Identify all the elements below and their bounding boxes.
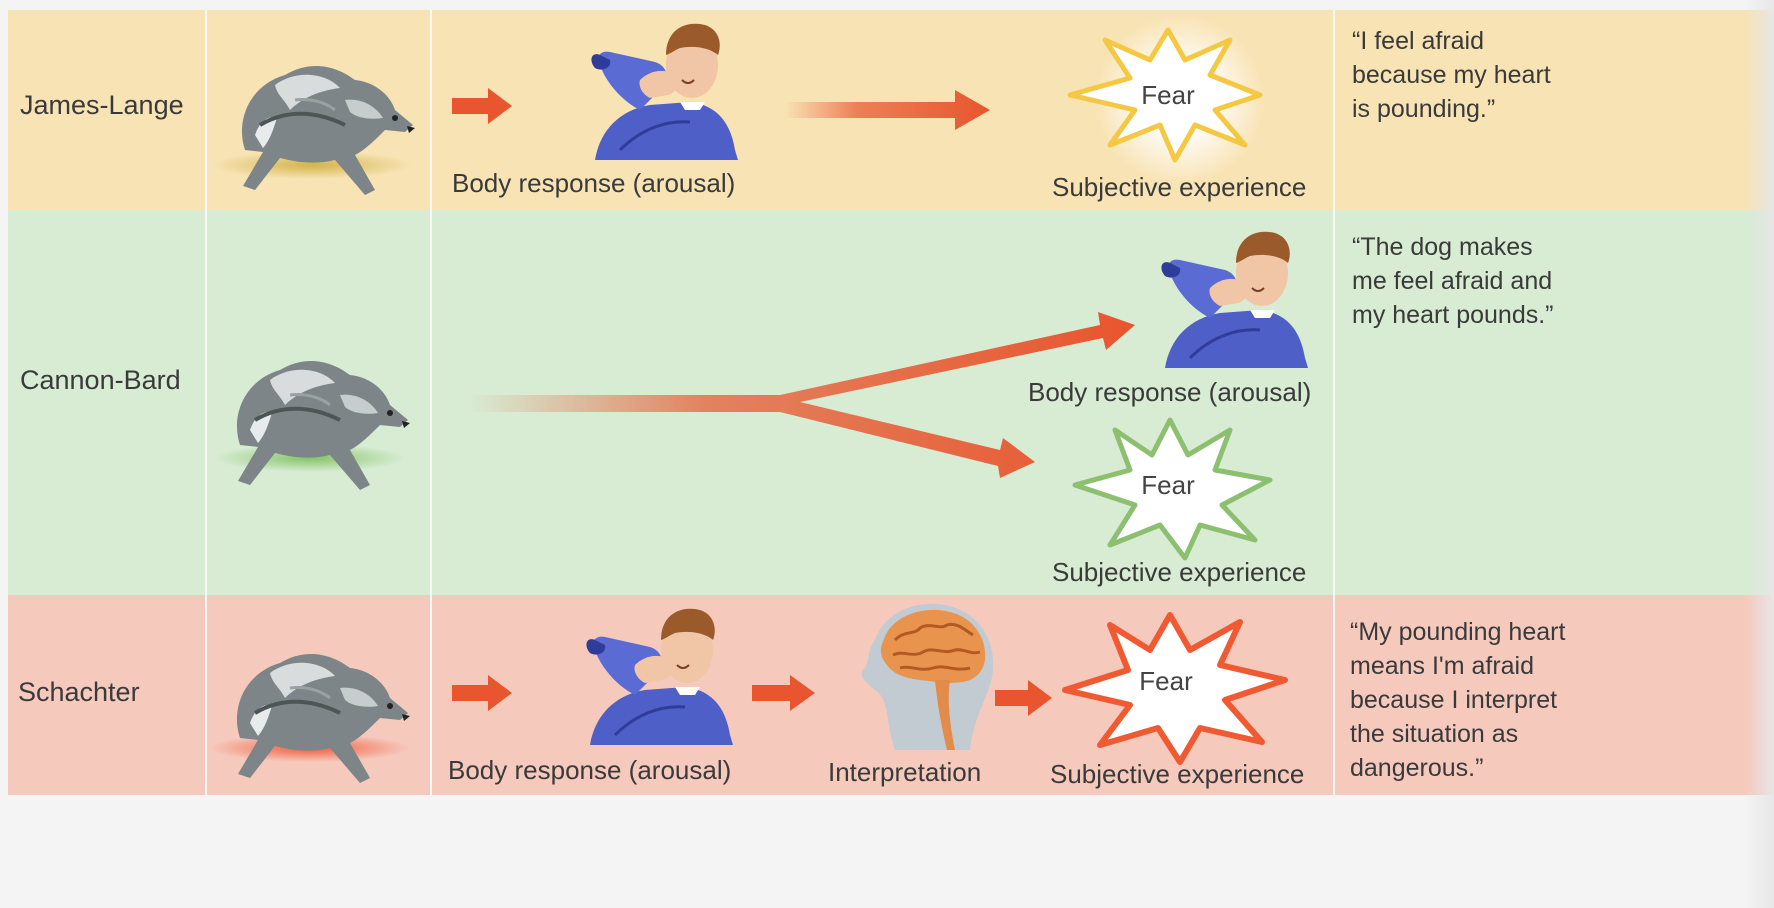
- subjective-experience-caption: Subjective experience: [1050, 759, 1305, 789]
- subjective-experience-caption: Subjective experience: [1052, 172, 1307, 202]
- branching-arrow-icon: [470, 312, 1135, 478]
- frightened-man-icon: [584, 607, 735, 747]
- theory-label: James-Lange: [20, 90, 184, 120]
- theory-label: Cannon-Bard: [20, 365, 181, 395]
- body-response-caption: Body response (arousal): [452, 168, 736, 198]
- arrow-icon: [995, 680, 1052, 716]
- fear-starburst-icon: [1062, 612, 1288, 765]
- theory-quote: “I feel afraid because my heart is pound…: [1352, 27, 1551, 123]
- column-divider-1: [205, 10, 207, 795]
- fear-label: Fear: [1139, 666, 1193, 696]
- frightened-man-icon: [589, 22, 740, 162]
- subjective-experience-caption: Subjective experience: [1052, 557, 1307, 587]
- bottom-margin: [0, 795, 1774, 908]
- fear-label: Fear: [1141, 80, 1195, 110]
- theory-quote: “The dog makes me feel afraid and my hea…: [1352, 233, 1554, 329]
- theory-quote: “My pounding heart means I'm afraid beca…: [1350, 618, 1566, 782]
- fear-label: Fear: [1141, 470, 1195, 500]
- body-response-caption: Body response (arousal): [448, 755, 732, 785]
- fear-starburst-icon: [1067, 27, 1263, 163]
- interpretation-caption: Interpretation: [828, 757, 982, 787]
- theory-label: Schachter: [18, 677, 140, 707]
- dog-icon: [234, 651, 412, 785]
- arrow-icon: [452, 675, 512, 711]
- arrow-icon: [452, 88, 512, 124]
- column-divider-3: [1333, 10, 1335, 795]
- right-edge-shadow: [1745, 0, 1774, 908]
- fear-starburst-icon: [1072, 417, 1273, 561]
- arrow-icon: [752, 675, 815, 711]
- column-divider-2: [430, 10, 432, 795]
- brain-head-icon: [860, 602, 995, 752]
- frightened-man-icon: [1159, 230, 1310, 370]
- body-response-caption: Body response (arousal): [1028, 377, 1312, 407]
- arrow-icon: [785, 90, 990, 130]
